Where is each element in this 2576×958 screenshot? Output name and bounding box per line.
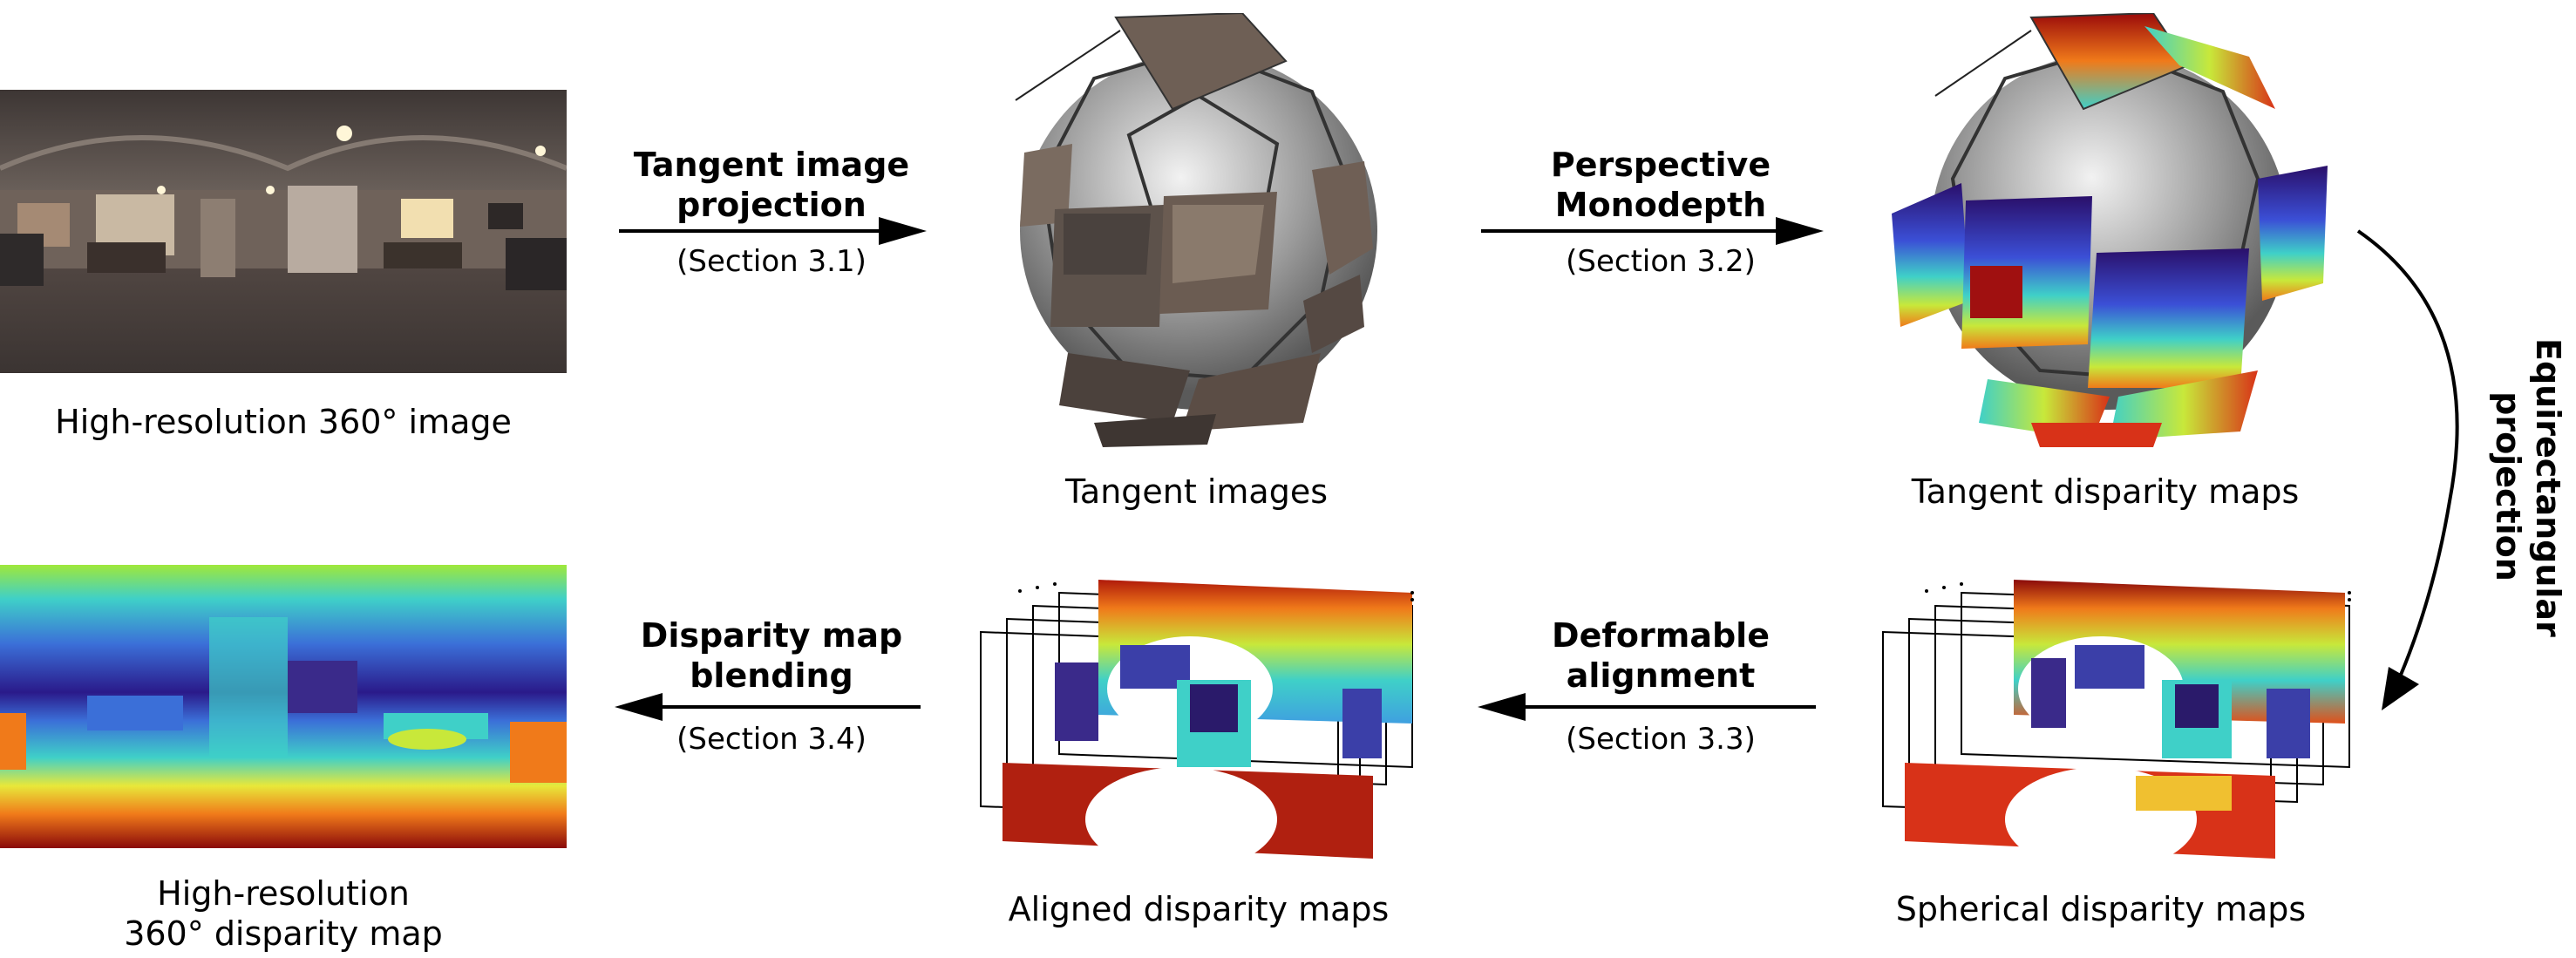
step3-title: Equirectangular projection — [2488, 338, 2568, 637]
step1-title-line2: projection — [676, 186, 867, 224]
step5-section: (Section 3.4) — [676, 722, 867, 757]
step4-title-line1: Deformable — [1552, 616, 1770, 655]
tangent-images-sphere — [955, 13, 1438, 449]
spherical-disparity-stack — [1874, 575, 2371, 876]
step3-title-line1: Equirectangular — [2529, 338, 2567, 637]
output-caption-line1: High-resolution — [157, 874, 410, 913]
input-panorama-image — [0, 90, 567, 373]
tangent-images-caption: Tangent images — [1064, 472, 1328, 511]
aligned-disparity-caption: Aligned disparity maps — [1008, 890, 1390, 928]
step2-section: (Section 3.2) — [1566, 244, 1756, 279]
input-image-caption: High-resolution 360° image — [55, 403, 512, 441]
tangent-disparity-caption: Tangent disparity maps — [1911, 472, 2300, 511]
spherical-disparity-caption: Spherical disparity maps — [1895, 890, 2307, 928]
step5-title-line1: Disparity map — [640, 616, 903, 655]
tangent-disparity-sphere — [1866, 13, 2345, 449]
step3-title-line2: projection — [2489, 391, 2527, 581]
aligned-disparity-stack — [972, 575, 1469, 876]
step5-title-line2: blending — [690, 656, 853, 695]
step5-arrow — [610, 690, 924, 724]
output-caption-line2: 360° disparity map — [124, 914, 443, 953]
step3-curved-arrow — [2354, 222, 2484, 724]
step2-title-line2: Monodepth — [1554, 186, 1767, 224]
step1-section: (Section 3.1) — [676, 244, 867, 279]
step1-arrow — [617, 214, 931, 248]
step4-section: (Section 3.3) — [1566, 722, 1756, 757]
step1-title-line1: Tangent image — [633, 146, 910, 184]
step4-title-line2: alignment — [1566, 656, 1756, 695]
output-disparity-map — [0, 565, 567, 848]
step2-arrow — [1479, 214, 1828, 248]
step4-arrow — [1473, 690, 1818, 724]
step2-title-line1: Perspective — [1550, 146, 1771, 184]
